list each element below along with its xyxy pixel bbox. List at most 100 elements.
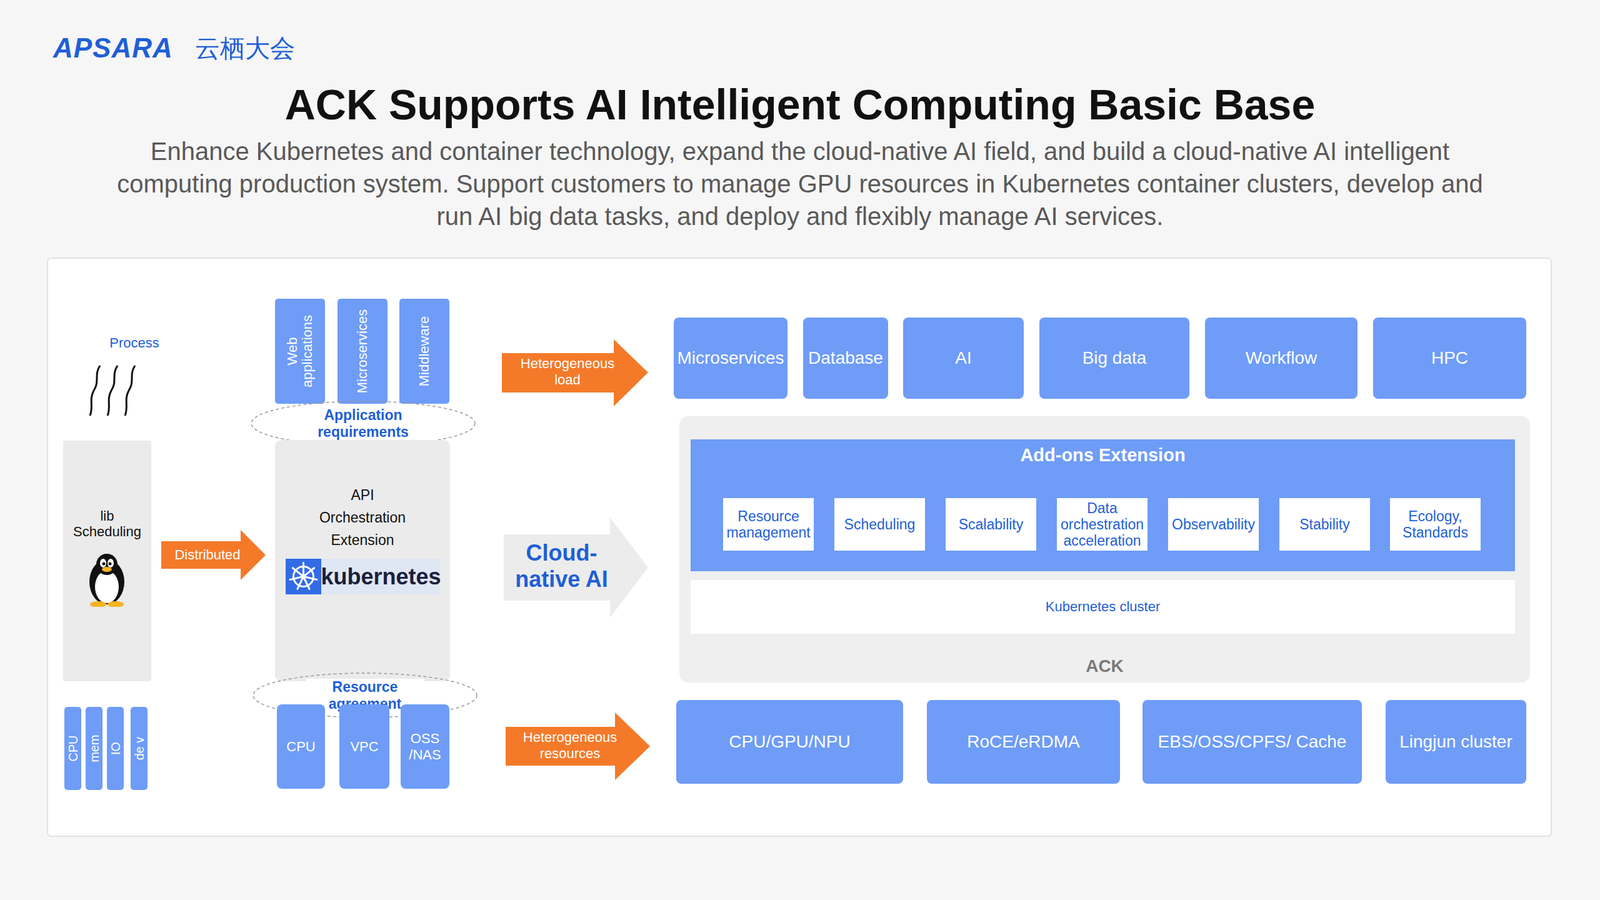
workload-box: CPU/GPU/NPU (676, 700, 904, 784)
box-text: RoCE/eRDMA (966, 731, 1080, 752)
workload-box: Microservices (673, 317, 788, 399)
process-label: Process (93, 333, 175, 353)
workload-box: Database (803, 317, 889, 399)
kubernetes-logo: kubernetes (285, 558, 440, 595)
box-text: ACK (1085, 656, 1124, 677)
box-text: Add-ons Extension (1020, 444, 1185, 466)
workload-box: Big data (1039, 317, 1190, 399)
box-text: AI (955, 348, 972, 369)
box-text: HPC (1431, 348, 1469, 369)
workload-box: Workflow (1205, 317, 1358, 399)
wheel-spoke (303, 568, 314, 577)
penguin-head (96, 553, 118, 575)
box-text: Kubernetes cluster (1045, 598, 1160, 615)
workload-box: EBS/OSS/CPFS/ Cache (1142, 700, 1362, 784)
addon-box: Ecology, Standards (1390, 498, 1481, 551)
box-text: lib Scheduling (73, 508, 142, 540)
addon-box: Data orchestration acceleration (1056, 498, 1148, 551)
wheel-spoke (302, 563, 305, 577)
box-text: kubernetes (321, 558, 442, 595)
box-text: VPC (350, 738, 379, 755)
resource-bar: Microservices (337, 298, 388, 404)
box-text: Resource management (725, 508, 812, 541)
title: ACK Supports AI Intelligent Computing Ba… (50, 80, 1550, 129)
kubernetes-box: API Orchestration Extension kubernetes (275, 440, 450, 682)
resource-box: VPC (339, 704, 390, 789)
box-text: Observability (1171, 516, 1255, 533)
rotated-holder: de v (130, 706, 148, 790)
box-text: Microservices (676, 348, 784, 369)
resource-bar: CPU (64, 706, 82, 790)
penguin-foot (90, 601, 107, 607)
box-text: Microservices (355, 301, 370, 401)
box-text: Web applications (285, 301, 315, 401)
box-text: Big data (1082, 348, 1147, 369)
wheel-spoke (303, 576, 310, 590)
rotated-holder: CPU (64, 706, 82, 790)
resource-bar: Web applications (275, 298, 325, 404)
box-text: Scheduling (844, 516, 916, 533)
resource-box: CPU (276, 704, 325, 789)
cluster-band: Kubernetes cluster (690, 580, 1515, 634)
resource-bar: IO (106, 706, 124, 790)
process-squiggles (90, 365, 135, 416)
resource-box: OSS /NAS (400, 704, 450, 789)
penguin-pupil (108, 562, 112, 566)
workload-box: HPC (1373, 317, 1527, 399)
box-text: OSS /NAS (404, 730, 446, 763)
addon-box: Stability (1279, 498, 1370, 551)
addons-band: Add-ons ExtensionResource management Sche… (690, 439, 1515, 572)
box-text: API Orchestration Extension (309, 483, 416, 552)
box-text: Scalability (958, 516, 1024, 533)
box-text: Workflow (1245, 348, 1318, 369)
penguin-pupil (102, 562, 106, 566)
box-text: CPU (286, 738, 315, 755)
rotated-holder: Microservices (337, 298, 388, 404)
workload-box: AI (903, 317, 1024, 399)
addon-box: Scheduling (834, 498, 925, 551)
box-text: Lingjun cluster (1399, 731, 1513, 752)
penguin-belly (95, 570, 119, 604)
box-text: CPU (65, 710, 81, 787)
dashed-ellipse-line (251, 401, 475, 446)
arrow-label: Heterogeneous load (511, 355, 624, 389)
arrow-label: Distributed (163, 545, 252, 565)
rotated-holder: IO (106, 706, 124, 790)
wheel-spoke (290, 576, 304, 580)
box-text: Database (808, 348, 884, 369)
box-text: de v (131, 710, 147, 787)
wheel-spoke (292, 568, 304, 577)
wheel-ground (285, 558, 322, 595)
box-text: Middleware (416, 301, 432, 401)
addon-box: Scalability (945, 498, 1037, 551)
addon-box: Observability (1168, 498, 1259, 551)
arrow-label: Heterogeneous resources (513, 729, 627, 762)
workload-box: RoCE/eRDMA (926, 700, 1120, 784)
box-text: Ecology, Standards (1392, 508, 1479, 541)
rotated-holder: mem (85, 706, 103, 790)
box-text: Data orchestration acceleration (1059, 500, 1145, 549)
penguin-beak (101, 566, 112, 572)
scheduler-box: lib Scheduling (63, 440, 152, 682)
caption: Enhance Kubernetes and container technol… (112, 135, 1488, 233)
penguin-foot (107, 601, 124, 607)
box-text: Stability (1299, 516, 1350, 533)
rotated-holder: Web applications (275, 298, 325, 404)
linux-penguin (81, 550, 132, 607)
box-text: mem (86, 710, 102, 787)
resource-bar: mem (85, 706, 103, 790)
box-text: EBS/OSS/CPFS/ Cache (1158, 731, 1347, 752)
ack-panel: ACK Add-ons ExtensionResource management S… (679, 416, 1530, 683)
logo-text: APSARA (53, 32, 191, 64)
helm-wheel (285, 558, 322, 595)
resource-bar: Middleware (399, 298, 450, 404)
logo-chinese: 云栖大会 (195, 32, 320, 64)
penguin-eye (107, 558, 114, 568)
resource-bar: de v (130, 706, 148, 790)
rotated-holder: Middleware (399, 298, 450, 404)
box-text: Application requirements (304, 406, 422, 441)
main-panel (47, 258, 1552, 837)
arrow-label: Cloud-native AI (503, 540, 620, 593)
workload-box: Lingjun cluster (1385, 700, 1527, 784)
penguin-eye (100, 558, 107, 568)
